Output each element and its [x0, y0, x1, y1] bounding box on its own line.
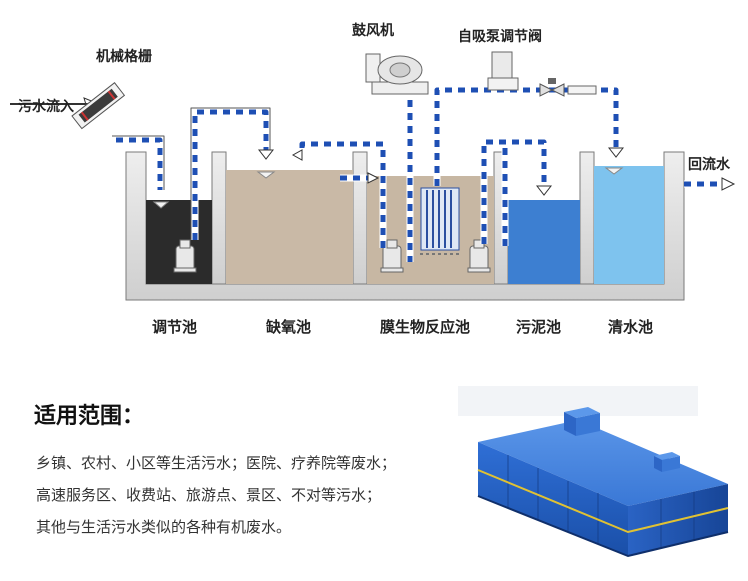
scope-line-2: 高速服务区、收费站、旅游点、景区、不对等污水；: [36, 486, 382, 504]
equipment-tank-icon: [458, 386, 729, 558]
mechanical-screen-label: 机械格栅: [96, 49, 152, 65]
process-diagram: [10, 51, 736, 301]
tank-water: [146, 166, 664, 284]
pipe-network: [112, 86, 722, 262]
self-priming-pump-icon: [487, 51, 519, 91]
blower-icon: [365, 53, 429, 95]
tank-label-regulating: 调节池: [152, 318, 198, 336]
scope-line-3: 其他与生活污水类似的各种有机废水。: [36, 518, 292, 536]
mechanical-screen-icon: [71, 82, 126, 130]
inflow-label: 污水流入: [18, 99, 74, 115]
pump-icon: [173, 239, 491, 273]
tank-label-clear: 清水池: [608, 318, 654, 336]
tank-water-clear: [594, 166, 664, 284]
tank-label-sludge: 污泥池: [516, 318, 562, 336]
inlet-nozzle-icon: [152, 167, 624, 209]
membrane-module-icon: [420, 187, 460, 255]
scope-line-1: 乡镇、农村、小区等生活污水；医院、疗养院等废水；: [36, 454, 397, 472]
return-flow-label: 回流水: [688, 157, 730, 173]
tank-water-anoxic: [226, 170, 353, 284]
pump-valve-label: 自吸泵调节阀: [458, 29, 542, 45]
tank-label-mbr: 膜生物反应池: [380, 318, 471, 336]
regulating-valve-icon: [539, 78, 597, 97]
tank-label-anoxic: 缺氧池: [266, 318, 312, 336]
tank-water-sludge: [508, 200, 580, 284]
scope-title: 适用范围：: [34, 404, 145, 429]
blower-label: 鼓风机: [352, 23, 394, 39]
